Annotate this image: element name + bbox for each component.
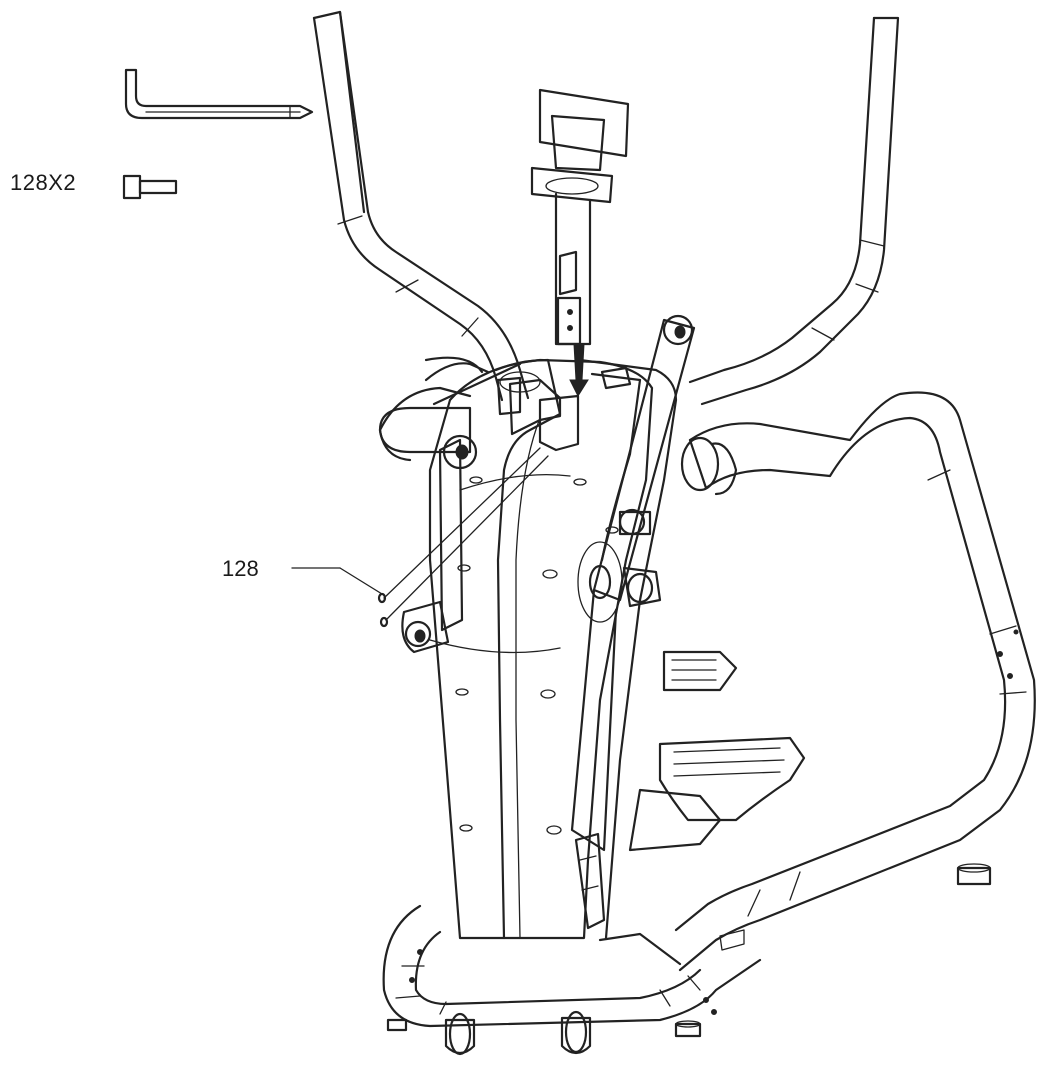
allen-key-icon [124, 68, 314, 120]
hardware-count-label: 128X2 [10, 170, 77, 195]
arrow-down-icon [569, 343, 589, 398]
front-wheel-left [444, 1012, 476, 1056]
base-frame [382, 904, 762, 1028]
right-handlebar [688, 16, 900, 406]
bolt-128-upper [377, 592, 387, 604]
part-callout-label: 128 [222, 556, 259, 581]
right-side-tube [674, 391, 1036, 972]
leveling-foot-left [386, 1018, 408, 1032]
left-swing-arm [378, 362, 522, 654]
main-frame [428, 358, 678, 940]
bolt-128-lower [379, 616, 389, 628]
pedals [628, 650, 806, 852]
bolt-icon [122, 174, 178, 200]
left-side-tube [378, 356, 484, 462]
callout-leader-line [291, 447, 549, 621]
front-wheel-right [560, 1010, 592, 1055]
right-swing-arm [570, 314, 696, 930]
left-handlebar [312, 10, 530, 402]
leveling-foot-right [674, 1020, 702, 1038]
console-mast [530, 88, 630, 346]
